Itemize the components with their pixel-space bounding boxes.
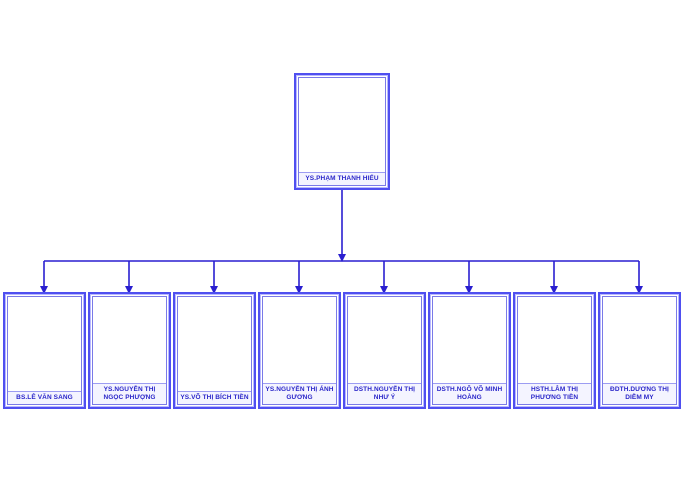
- child-node-card[interactable]: HSTH.LÂM THỊ PHƯƠNG TIỀN: [513, 292, 596, 409]
- child-node-card[interactable]: DSTH.NGUYỄN THỊ NHƯ Ý: [343, 292, 426, 409]
- node-label: YS.NGUYỄN THỊ ÁNH GƯƠNG: [263, 383, 336, 404]
- node-label: BS.LÊ VĂN SANG: [8, 391, 81, 404]
- child-node-card[interactable]: YS.NGUYỄN THỊ ÁNH GƯƠNG: [258, 292, 341, 409]
- node-label: YS.VÕ THỊ BÍCH TIỀN: [178, 391, 251, 404]
- node-label: YS.NGUYỄN THỊ NGỌC PHƯỢNG: [93, 383, 166, 404]
- node-label: ĐDTH.DƯƠNG THỊ DIỄM MY: [603, 383, 676, 404]
- child-node-card[interactable]: YS.NGUYỄN THỊ NGỌC PHƯỢNG: [88, 292, 171, 409]
- child-node-card[interactable]: ĐDTH.DƯƠNG THỊ DIỄM MY: [598, 292, 681, 409]
- node-label: DSTH.NGÔ VÕ MINH HOÀNG: [433, 383, 506, 404]
- node-label: DSTH.NGUYỄN THỊ NHƯ Ý: [348, 383, 421, 404]
- node-label: YS.PHẠM THANH HIẾU: [299, 172, 385, 185]
- child-node-card[interactable]: YS.VÕ THỊ BÍCH TIỀN: [173, 292, 256, 409]
- root-node-card[interactable]: YS.PHẠM THANH HIẾU: [294, 73, 390, 190]
- node-label: HSTH.LÂM THỊ PHƯƠNG TIỀN: [518, 383, 591, 404]
- child-node-card[interactable]: BS.LÊ VĂN SANG: [3, 292, 86, 409]
- child-node-card[interactable]: DSTH.NGÔ VÕ MINH HOÀNG: [428, 292, 511, 409]
